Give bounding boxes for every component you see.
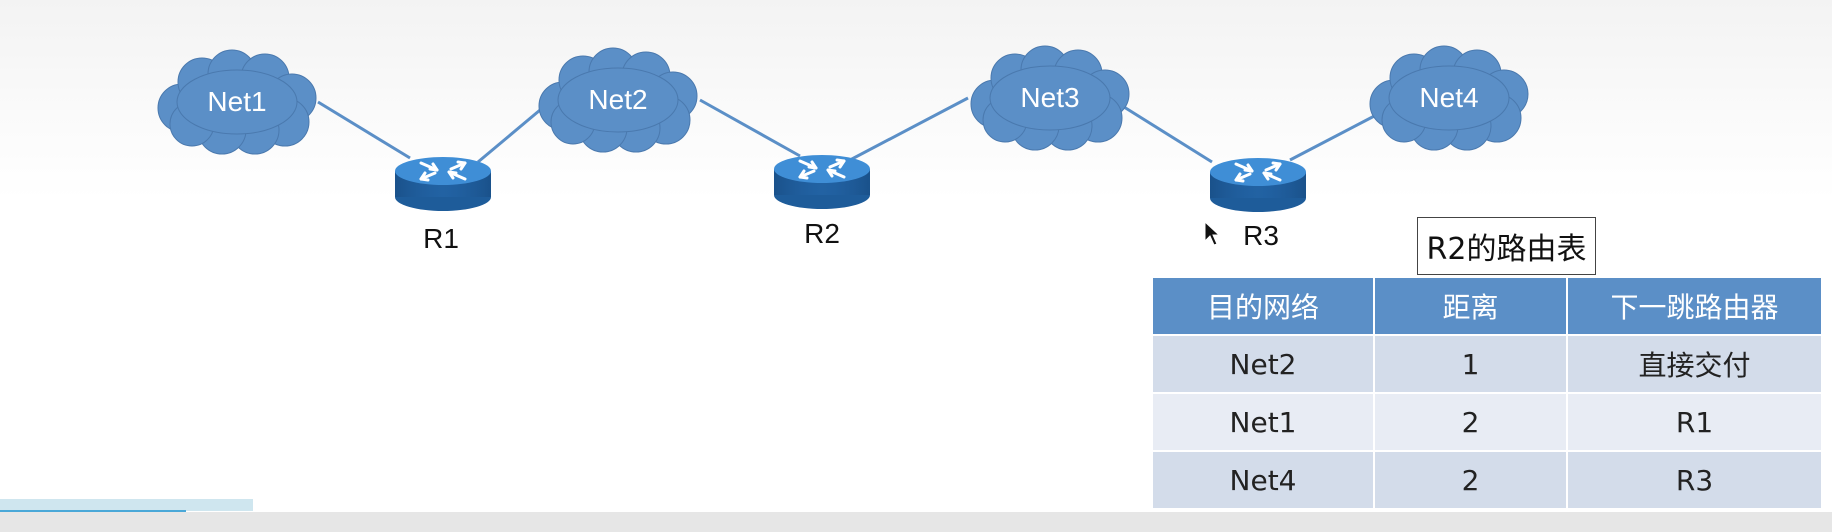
cloud-net4: Net4 (1369, 45, 1529, 151)
mouse-cursor-icon (1204, 221, 1220, 246)
table-header-row: 目的网络 距离 下一跳路由器 (1151, 276, 1823, 336)
cloud-net2: Net2 (538, 47, 698, 153)
cell-destination: Net1 (1151, 392, 1375, 452)
header-next-hop: 下一跳路由器 (1566, 276, 1823, 336)
link-net3-r3 (1115, 100, 1213, 164)
cell-distance: 2 (1373, 450, 1568, 510)
cell-destination: Net4 (1151, 450, 1375, 510)
router-icon (772, 153, 872, 211)
cloud-label-net1: Net1 (207, 86, 266, 117)
cell-next-hop: R1 (1566, 392, 1823, 452)
routing-table: 目的网络 距离 下一跳路由器 Net2 1 直接交付 Net1 2 R1 Net… (1151, 276, 1823, 510)
cell-next-hop: 直接交付 (1566, 334, 1823, 394)
link-net1-r1 (317, 100, 411, 160)
cloud-label-net3: Net3 (1020, 82, 1079, 113)
cloud-net3: Net3 (970, 45, 1130, 151)
link-net2-r2 (699, 98, 801, 158)
cloud-label-net4: Net4 (1419, 82, 1478, 113)
cell-destination: Net2 (1151, 334, 1375, 394)
cell-distance: 1 (1373, 334, 1568, 394)
bottom-bar (0, 512, 1832, 532)
cell-distance: 2 (1373, 392, 1568, 452)
table-row: Net4 2 R3 (1151, 450, 1823, 510)
table-row: Net2 1 直接交付 (1151, 334, 1823, 394)
links (317, 96, 1383, 164)
router-label-r2: R2 (804, 218, 840, 249)
router-icon (393, 155, 493, 213)
cloud-label-net2: Net2 (588, 84, 647, 115)
router-r2: R2 (772, 153, 872, 249)
header-distance: 距离 (1373, 276, 1568, 336)
router-label-r3: R3 (1243, 220, 1279, 251)
video-progress-track[interactable] (0, 499, 253, 511)
link-r3-net4 (1289, 110, 1383, 162)
router-r1: R1 (393, 155, 493, 254)
cloud-net1: Net1 (157, 49, 317, 155)
router-icon (1208, 156, 1308, 214)
link-r2-net3 (849, 96, 969, 162)
cell-next-hop: R3 (1566, 450, 1823, 510)
router-label-r1: R1 (423, 223, 459, 254)
routing-table-title: R2的路由表 (1417, 217, 1596, 275)
router-r3: R3 (1208, 156, 1308, 251)
header-destination: 目的网络 (1151, 276, 1375, 336)
table-row: Net1 2 R1 (1151, 392, 1823, 452)
